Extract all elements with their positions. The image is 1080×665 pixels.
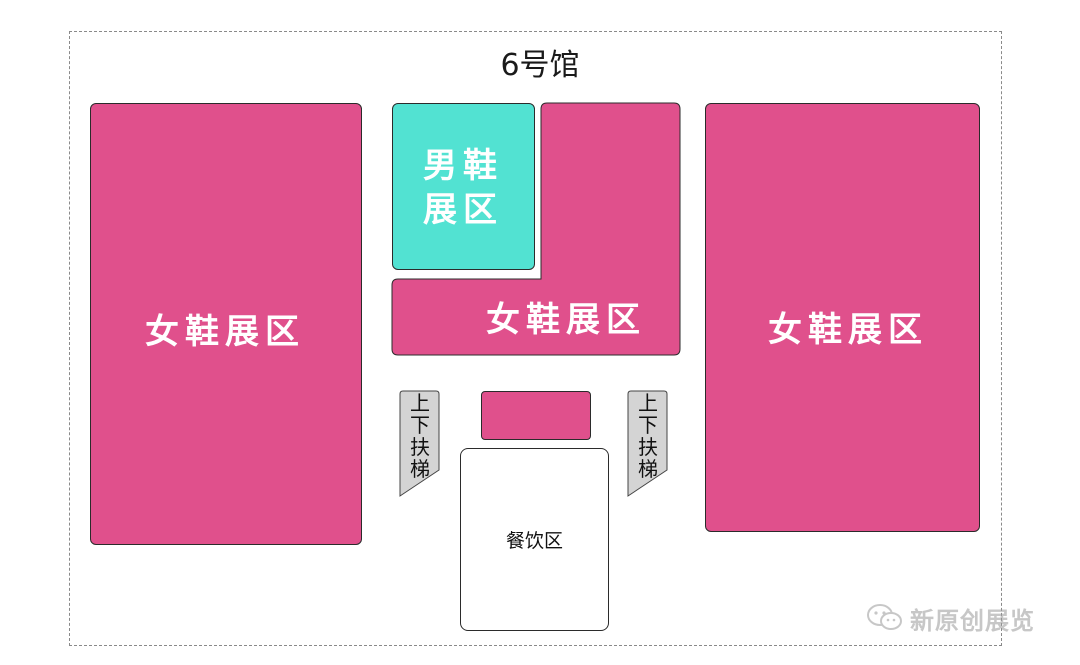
zone-womens-center-label: 女鞋展区 — [486, 300, 646, 340]
zone-womens-right-label: 女鞋展区 — [768, 310, 928, 350]
watermark-text: 新原创展览 — [910, 606, 1035, 635]
zone-womens-left[interactable]: 女鞋展区 — [90, 103, 362, 545]
zone-small-block[interactable] — [481, 391, 591, 440]
wechat-icon — [867, 604, 902, 630]
zone-mens-label: 男鞋展区 — [423, 146, 503, 230]
escalator-right[interactable]: 上下扶梯 — [626, 390, 670, 500]
escalator-left-shape — [399, 390, 440, 497]
zone-dining-label: 餐饮区 — [506, 530, 564, 552]
escalator-left-label: 上下扶梯 — [410, 391, 430, 481]
hall-title: 6号馆 — [500, 48, 580, 83]
escalator-right-shape — [627, 390, 668, 497]
zone-womens-left-label: 女鞋展区 — [145, 312, 305, 352]
zone-womens-right[interactable]: 女鞋展区 — [705, 103, 980, 532]
watermark: 新原创展览 — [866, 598, 1035, 638]
zone-womens-center[interactable] — [391, 101, 683, 359]
zone-mens[interactable]: 男鞋展区 — [392, 103, 535, 270]
hall-border — [69, 31, 1002, 646]
escalator-left[interactable]: 上下扶梯 — [398, 390, 442, 500]
escalator-right-label: 上下扶梯 — [638, 391, 658, 481]
zone-dining[interactable]: 餐饮区 — [460, 448, 609, 631]
